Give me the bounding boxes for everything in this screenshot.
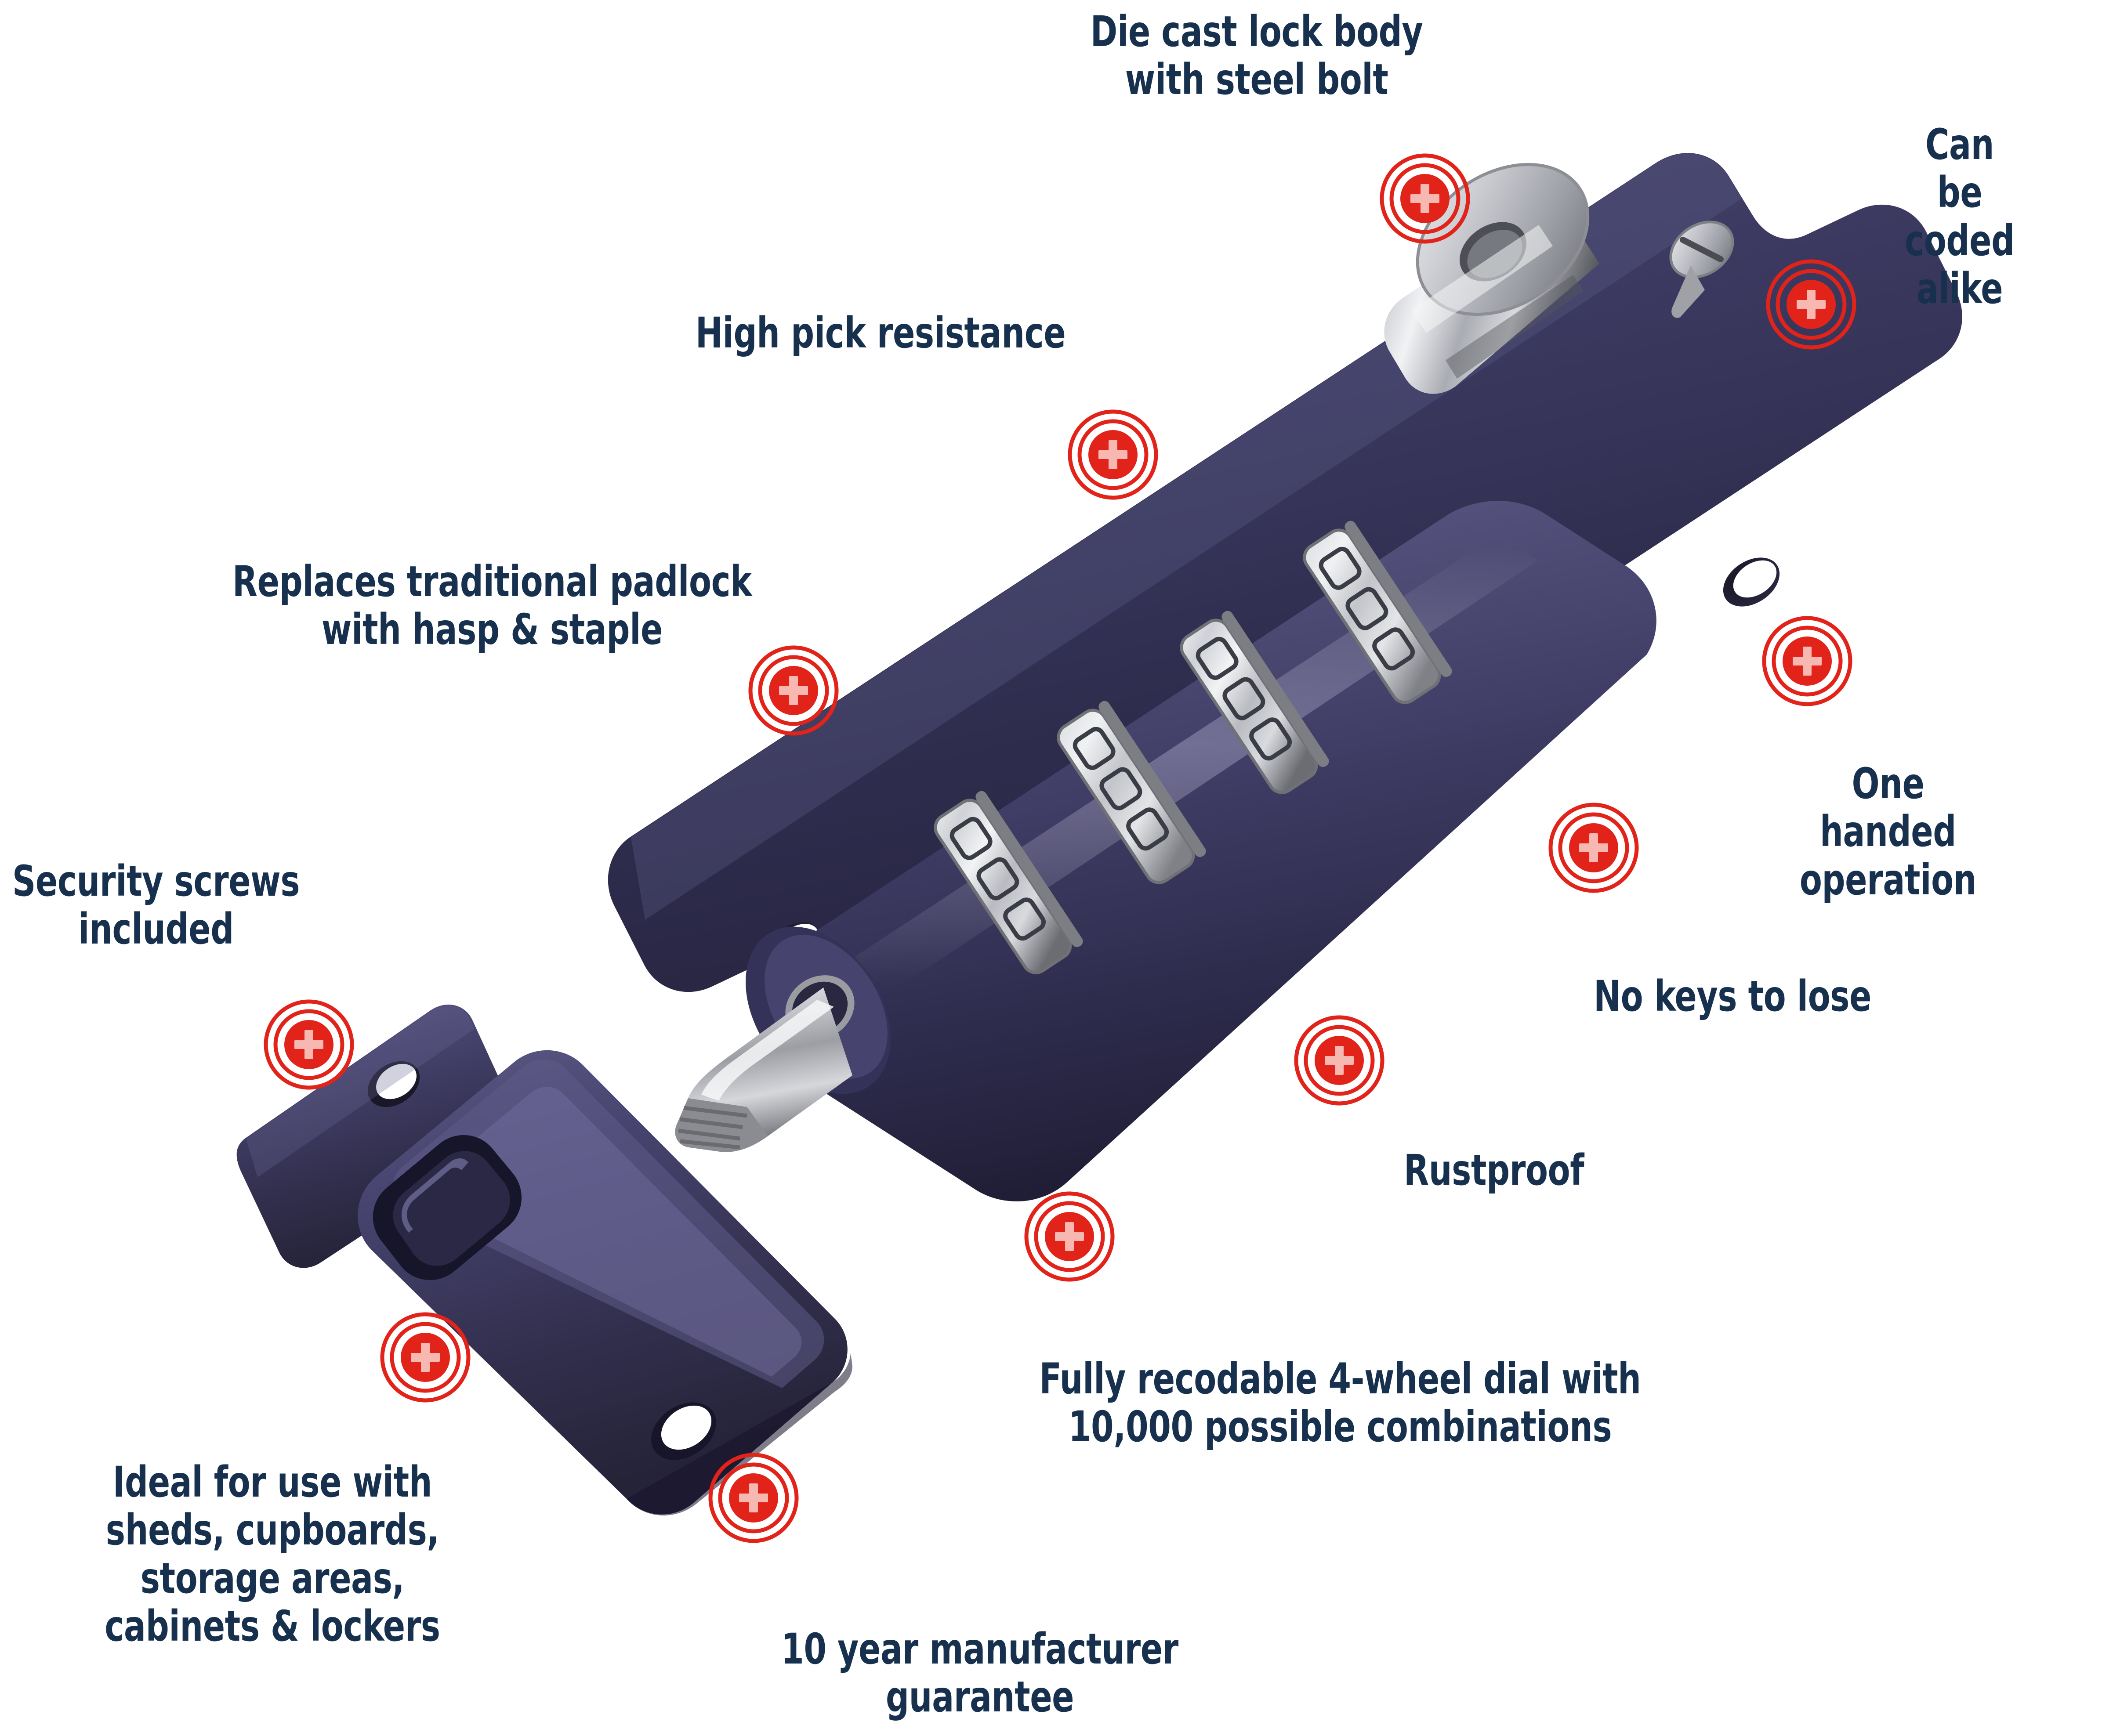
callout-label-rustproof: Rustproof [1403,1146,1584,1195]
callout-label-fully-recodable-dial: Fully recodable 4-wheel dial with 10,000… [1039,1354,1641,1452]
callout-label-no-keys-to-lose: No keys to lose [1593,972,1872,1021]
dial-wheels [934,521,1452,974]
steel-bolt [675,987,852,1152]
lock-barrel-body [746,501,1656,1201]
target-marker-replaces-traditional-padlock[interactable] [748,645,839,736]
callout-label-high-pick-resistance: High pick resistance [695,308,1066,358]
slotted-screw [1669,221,1734,318]
lock-mounting-plate [608,153,1962,1095]
target-marker-can-be-coded-alike[interactable] [1766,259,1856,350]
target-marker-die-cast-lock-body[interactable] [1380,153,1470,244]
callout-label-one-handed-operation: One handed operation [1799,759,1977,904]
callout-label-ten-year-guarantee: 10 year manufacturer guarantee [781,1624,1178,1722]
callout-label-can-be-coded-alike: Can be coded alike [1905,120,2015,314]
callout-label-security-screws-included: Security screws included [12,857,300,954]
target-marker-ideal-for-use-with[interactable] [380,1312,471,1403]
target-marker-rustproof[interactable] [1294,1015,1384,1106]
target-marker-high-pick-resistance[interactable] [1068,409,1158,500]
target-marker-no-keys-to-lose[interactable] [1548,803,1639,893]
callout-label-die-cast-lock-body: Die cast lock body with steel bolt [1090,7,1423,105]
target-marker-one-handed-operation[interactable] [1762,616,1852,706]
target-marker-security-screws-included[interactable] [264,999,354,1090]
callout-label-ideal-for-use-with: Ideal for use with sheds, cupboards, sto… [105,1458,440,1651]
target-marker-ten-year-guarantee[interactable] [708,1453,799,1543]
callout-label-replaces-traditional-padlock: Replaces traditional padlock with hasp &… [232,557,752,655]
target-marker-fully-recodable-dial[interactable] [1024,1191,1115,1282]
